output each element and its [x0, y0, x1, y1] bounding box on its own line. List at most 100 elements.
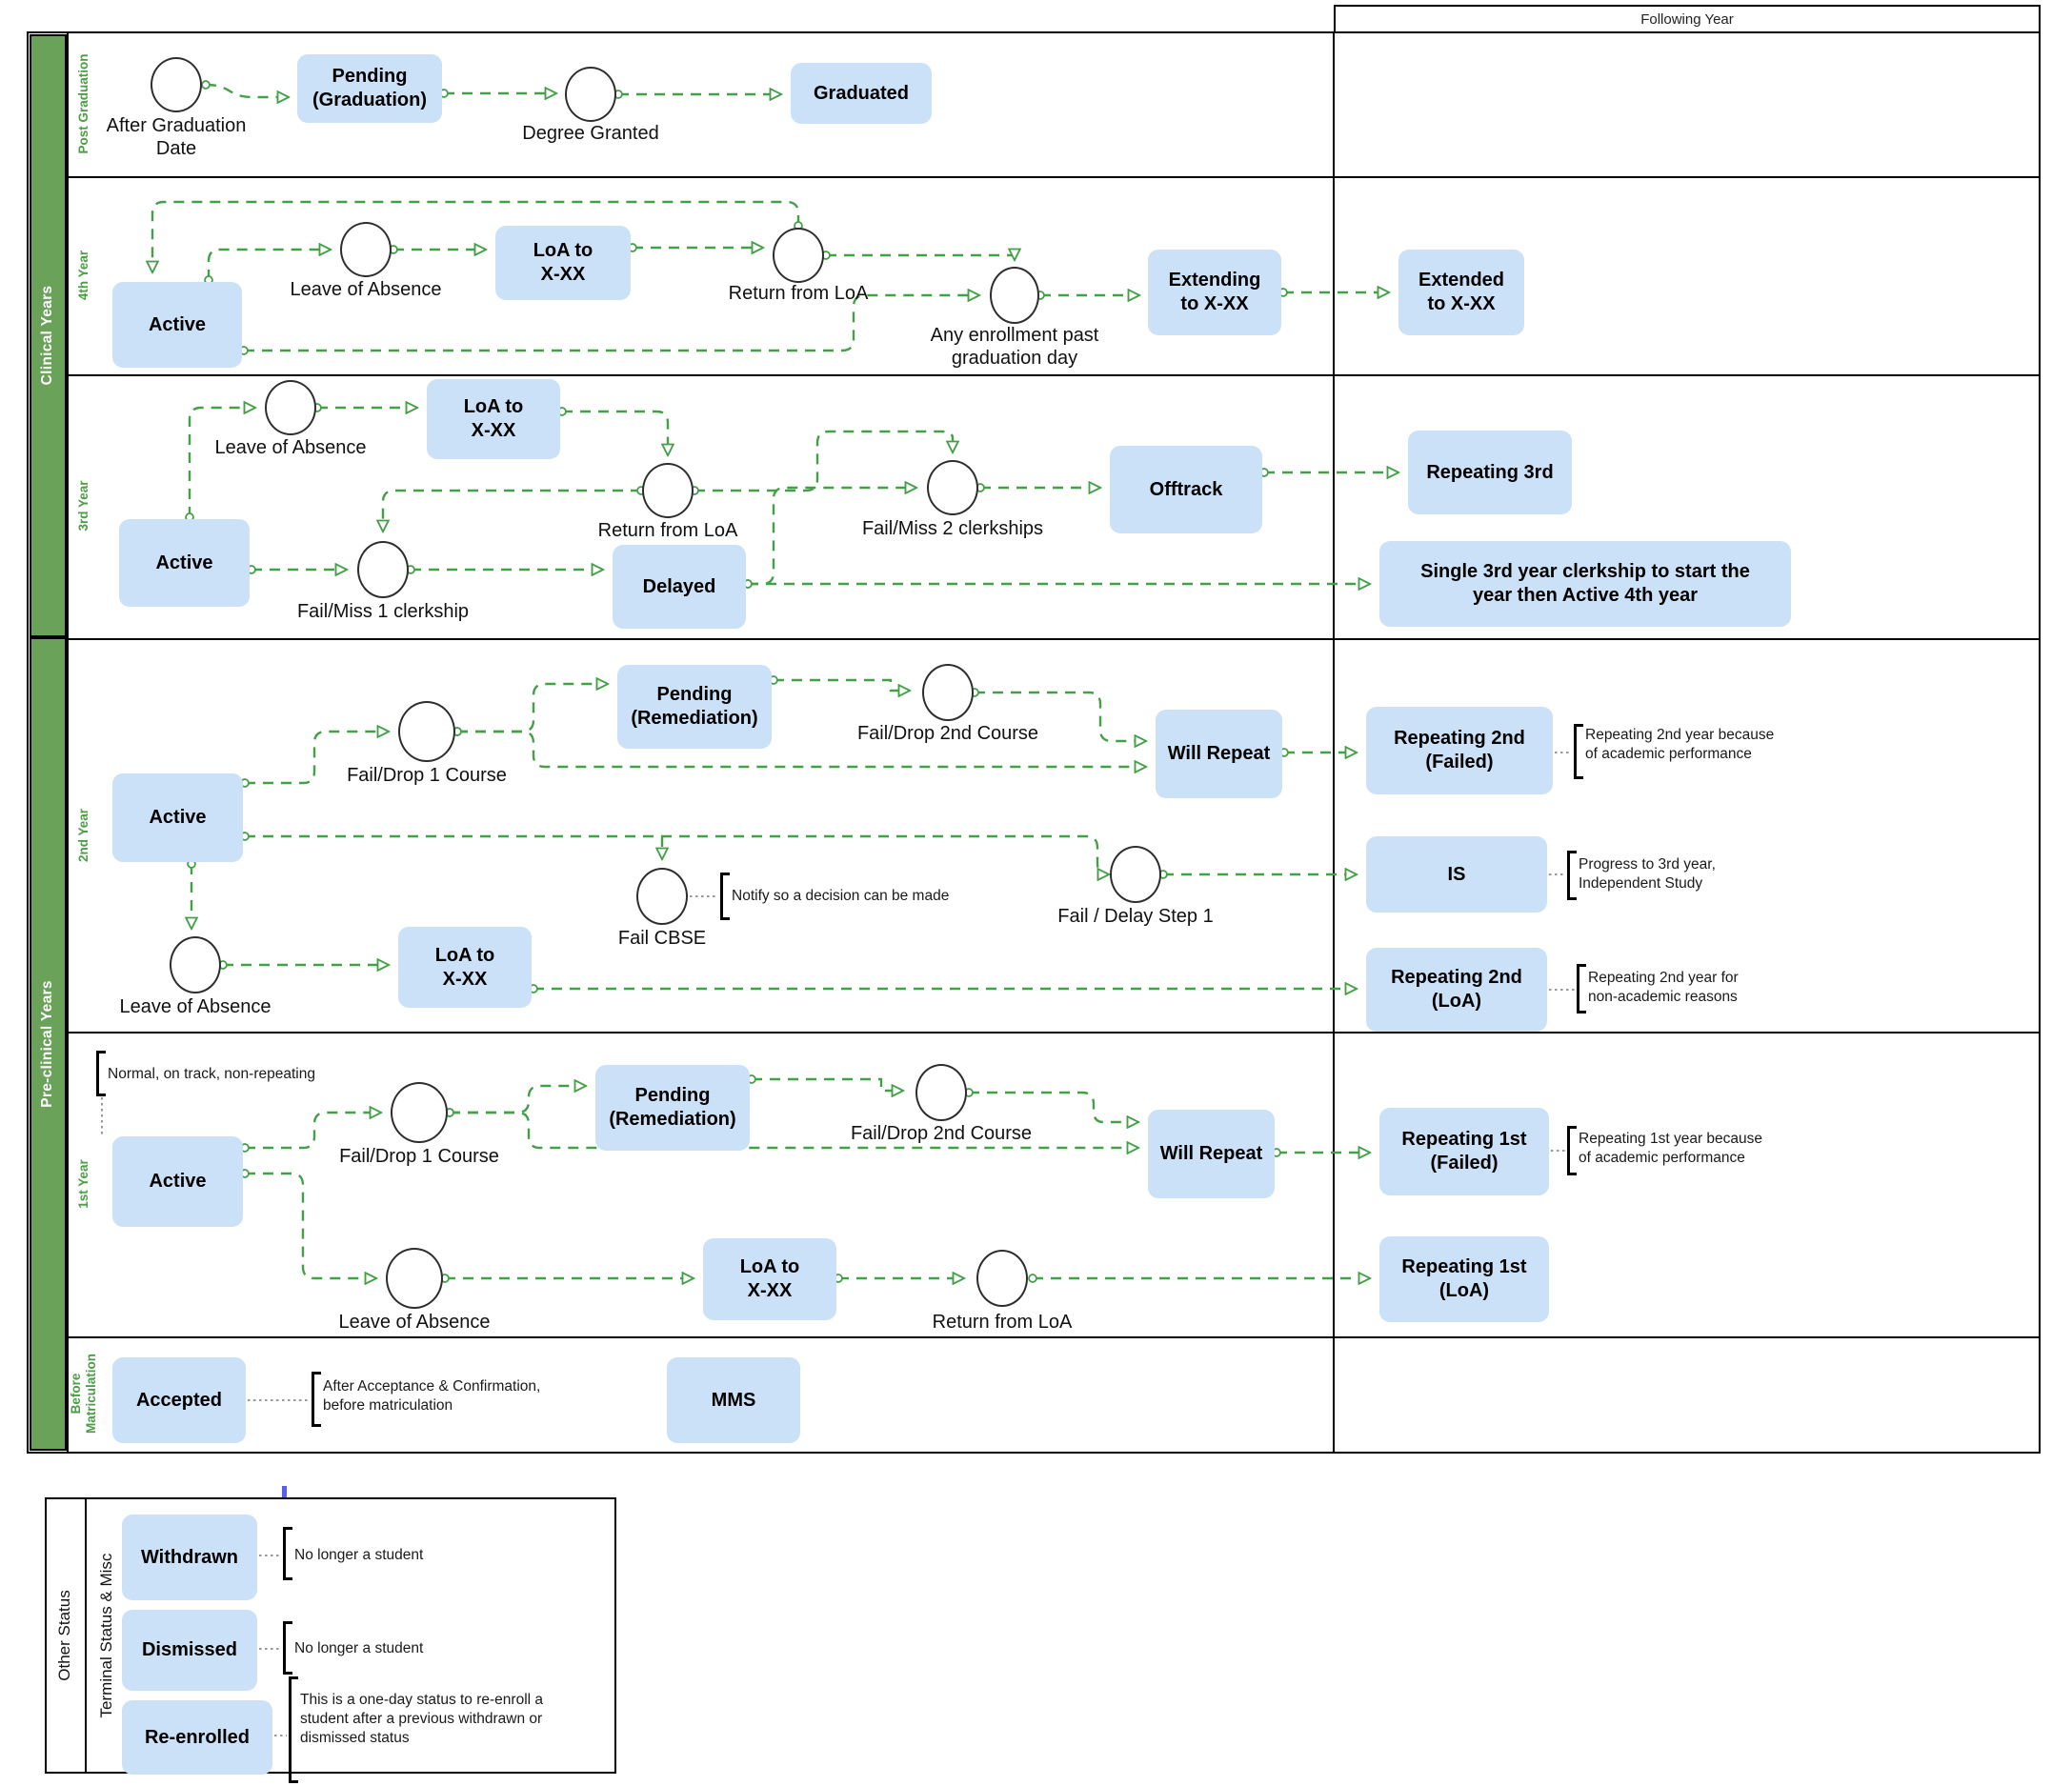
state-will-repeat-1st[interactable]: Will Repeat [1148, 1110, 1275, 1198]
bracket-icon [283, 1527, 292, 1580]
event-label-fail-drop-2nd-course-1st: Fail/Drop 2nd Course [850, 1123, 1033, 1144]
group-label-preclinical-years: Pre-clinical Years [39, 980, 55, 1108]
event-label-return-from-loa-3rd: Return from LoA [597, 520, 738, 541]
state-pending-graduation[interactable]: Pending (Graduation) [297, 54, 442, 123]
note-repeating-1st-failed: Repeating 1st year because of academic p… [1579, 1131, 1763, 1167]
note-repeating-2nd-failed: Repeating 2nd year because of academic p… [1585, 727, 1775, 763]
state-single-clerkship-then-active[interactable]: Single 3rd year clerkship to start the y… [1379, 541, 1791, 627]
event-fail-drop-2nd-course-2nd[interactable] [922, 664, 974, 721]
event-leave-of-absence-2nd[interactable] [170, 936, 221, 993]
event-fail-drop-1-course-2nd[interactable] [398, 701, 455, 762]
state-will-repeat-2nd[interactable]: Will Repeat [1156, 710, 1282, 798]
event-label-fail-miss-2-clerkships: Fail/Miss 2 clerkships [861, 518, 1044, 539]
state-active-1st[interactable]: Active [112, 1136, 243, 1227]
state-dismissed[interactable]: Dismissed [122, 1610, 257, 1691]
event-fail-delay-step1[interactable] [1110, 846, 1161, 903]
lane-label-before-matriculation: Before Matriculation [69, 1354, 98, 1435]
event-leave-of-absence-1st[interactable] [386, 1248, 443, 1309]
event-label-fail-miss-1-clerkship: Fail/Miss 1 clerkship [296, 601, 470, 622]
state-repeating-2nd-loa[interactable]: Repeating 2nd (LoA) [1366, 948, 1547, 1032]
event-label-leave-of-absence-3rd: Leave of Absence [214, 437, 367, 458]
lane-border [67, 1336, 2041, 1338]
note-fail-cbse: Notify so a decision can be made [732, 888, 950, 904]
event-label-leave-of-absence-2nd: Leave of Absence [119, 996, 272, 1017]
state-active-3rd[interactable]: Active [119, 519, 250, 607]
lane-border [67, 1032, 2041, 1033]
event-return-from-loa-3rd[interactable] [642, 463, 694, 518]
event-label-degree-granted: Degree Granted [522, 123, 659, 144]
event-fail-miss-1-clerkship[interactable] [357, 541, 409, 598]
lane-label-2nd-year: 2nd Year [76, 808, 91, 863]
state-pending-remediation-2nd[interactable]: Pending (Remediation) [617, 665, 772, 749]
state-extending-to[interactable]: Extending to X-XX [1148, 250, 1281, 335]
bracket-icon [1567, 851, 1577, 900]
state-repeating-1st-failed[interactable]: Repeating 1st (Failed) [1379, 1108, 1549, 1195]
state-accepted[interactable]: Accepted [112, 1357, 246, 1443]
state-loa-to-2nd[interactable]: LoA to X-XX [398, 927, 532, 1008]
state-mms[interactable]: MMS [667, 1357, 800, 1443]
event-fail-cbse[interactable] [636, 868, 688, 925]
state-pending-remediation-1st[interactable]: Pending (Remediation) [595, 1065, 750, 1151]
event-enrollment-past-graduation[interactable] [990, 267, 1039, 324]
event-label-leave-of-absence-1st: Leave of Absence [338, 1312, 491, 1333]
bracket-icon [1567, 1126, 1577, 1175]
event-return-from-loa-4th[interactable] [773, 228, 824, 283]
lane-label-4th-year: 4th Year [76, 250, 91, 301]
other-status-box [45, 1497, 616, 1774]
state-repeating-2nd-failed[interactable]: Repeating 2nd (Failed) [1366, 707, 1553, 794]
event-label-fail-cbse: Fail CBSE [617, 928, 707, 949]
following-year-divider [1333, 31, 1335, 1454]
clinical-years-bar [30, 34, 67, 637]
bracket-icon [720, 873, 730, 920]
lane-border [67, 638, 2041, 640]
event-degree-granted[interactable] [565, 67, 616, 122]
state-reenrolled[interactable]: Re-enrolled [122, 1700, 272, 1775]
note-active-normal: Normal, on track, non-repeating [108, 1066, 315, 1082]
label-other-status: Other Status [55, 1590, 73, 1681]
event-fail-drop-1-course-1st[interactable] [391, 1082, 448, 1143]
group-label-clinical-years: Clinical Years [39, 285, 55, 386]
state-extended-to[interactable]: Extended to X-XX [1398, 250, 1524, 335]
state-is[interactable]: IS [1366, 836, 1547, 913]
event-label-return-from-loa-1st: Return from LoA [932, 1312, 1073, 1333]
event-fail-drop-2nd-course-1st[interactable] [915, 1064, 967, 1121]
state-offtrack[interactable]: Offtrack [1110, 446, 1262, 533]
preclinical-years-bar [30, 637, 67, 1451]
state-loa-to-3rd[interactable]: LoA to X-XX [427, 379, 560, 459]
note-dismissed: No longer a student [294, 1640, 424, 1656]
state-withdrawn[interactable]: Withdrawn [122, 1515, 257, 1600]
state-loa-to-4th[interactable]: LoA to X-XX [495, 226, 631, 300]
lane-border [67, 176, 2041, 178]
following-year-header: Following Year [1334, 5, 2041, 33]
event-label-fail-drop-1-course-2nd: Fail/Drop 1 Course [347, 765, 507, 786]
state-repeating-1st-loa[interactable]: Repeating 1st (LoA) [1379, 1236, 1549, 1322]
event-leave-of-absence-3rd[interactable] [265, 380, 316, 435]
state-active-2nd[interactable]: Active [112, 773, 243, 862]
note-repeating-2nd-loa: Repeating 2nd year for non-academic reas… [1588, 970, 1739, 1006]
event-return-from-loa-1st[interactable] [976, 1250, 1028, 1307]
note-withdrawn: No longer a student [294, 1547, 424, 1563]
event-fail-miss-2-clerkships[interactable] [927, 460, 978, 515]
label-terminal-status-misc: Terminal Status & Misc [97, 1553, 115, 1718]
bracket-icon [312, 1372, 321, 1427]
bracket-icon [96, 1051, 106, 1096]
other-status-divider [85, 1499, 87, 1772]
state-loa-to-1st[interactable]: LoA to X-XX [703, 1238, 836, 1320]
event-after-graduation-date[interactable] [151, 57, 202, 112]
bracket-icon [1577, 964, 1586, 1013]
state-delayed[interactable]: Delayed [613, 545, 746, 629]
state-active-4th[interactable]: Active [112, 282, 242, 368]
state-graduated[interactable]: Graduated [791, 63, 932, 124]
note-is: Progress to 3rd year, Independent Study [1579, 856, 1716, 893]
swimlane-outer-border [27, 31, 2041, 1454]
event-leave-of-absence-4th[interactable] [340, 222, 392, 277]
bracket-icon [289, 1676, 298, 1783]
state-repeating-3rd[interactable]: Repeating 3rd [1408, 431, 1572, 514]
stray-selection-mark [282, 1486, 287, 1497]
lane-label-divider [67, 31, 69, 1454]
note-reenrolled: This is a one-day status to re-enroll a … [300, 1692, 544, 1747]
event-label-leave-of-absence-4th: Leave of Absence [290, 279, 442, 300]
event-label-enrollment-past-graduation: Any enrollment past graduation day [930, 325, 1099, 370]
bracket-icon [1574, 724, 1583, 779]
